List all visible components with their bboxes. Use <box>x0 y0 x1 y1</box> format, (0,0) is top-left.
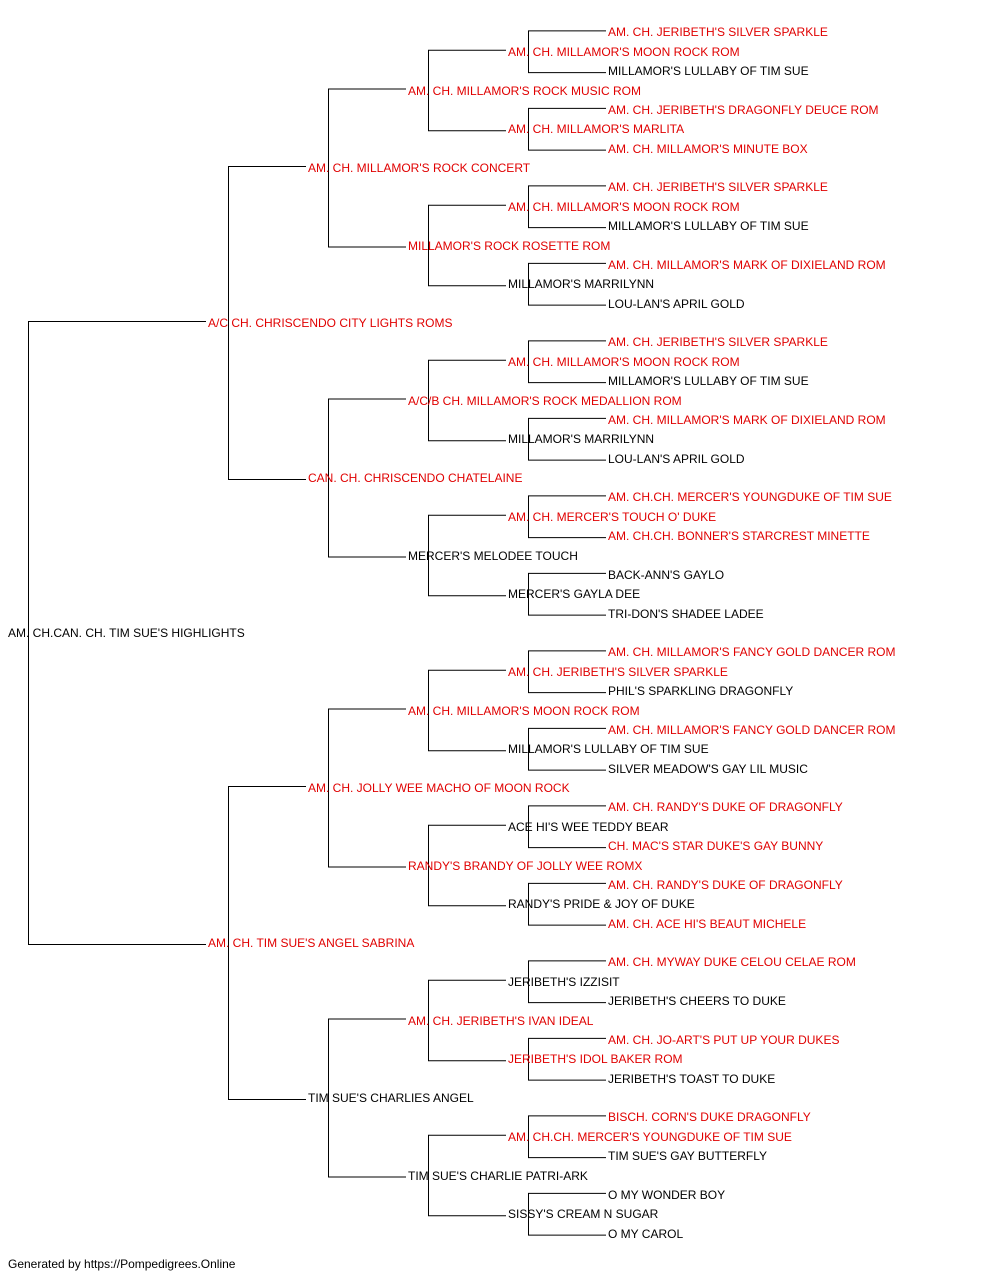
sire-name[interactable]: AM. CH. MILLAMOR'S MARK OF DIXIELAND ROM <box>608 257 886 272</box>
sire-name[interactable]: O MY WONDER BOY <box>608 1187 726 1202</box>
dam-name[interactable]: MERCER'S GAYLA DEE <box>508 587 641 602</box>
sire-name[interactable]: AM. CH. MILLAMOR'S FANCY GOLD DANCER ROM <box>608 645 896 660</box>
dam-name[interactable]: PHIL'S SPARKLING DRAGONFLY <box>608 684 794 699</box>
dam-name[interactable]: MILLAMOR'S LULLABY OF TIM SUE <box>608 219 809 234</box>
dam-name[interactable]: CAN. CH. CHRISCENDO CHATELAINE <box>308 471 523 485</box>
sire-name[interactable]: AM. CH. MILLAMOR'S MARK OF DIXIELAND ROM <box>608 412 886 427</box>
footer-credit: Generated by https://Pompedigrees.Online <box>8 1257 236 1271</box>
dam-name[interactable]: LOU-LAN'S APRIL GOLD <box>608 296 745 311</box>
sire-name[interactable]: JERIBETH'S IZZISIT <box>508 974 620 989</box>
sire-name[interactable]: AM. CH. MILLAMOR'S FANCY GOLD DANCER ROM <box>608 722 896 737</box>
sire-name[interactable]: AM. CH.CH. MERCER'S YOUNGDUKE OF TIM SUE <box>608 490 892 505</box>
dam-name[interactable]: MILLAMOR'S ROCK ROSETTE ROM <box>408 238 611 253</box>
dam-name[interactable]: TIM SUE'S CHARLIE PATRI-ARK <box>408 1168 588 1183</box>
sire-name[interactable]: AM. CH. JERIBETH'S IVAN IDEAL <box>408 1013 594 1028</box>
dam-name[interactable]: AM. CH. MILLAMOR'S MARLITA <box>508 122 685 137</box>
sire-name[interactable]: AM. CH. MILLAMOR'S ROCK MUSIC ROM <box>408 83 641 98</box>
sire-name[interactable]: AM. CH. JOLLY WEE MACHO OF MOON ROCK <box>308 781 570 795</box>
dam-name[interactable]: MERCER'S MELODEE TOUCH <box>408 548 578 563</box>
sire-name[interactable]: AM. CH. MILLAMOR'S MOON ROCK ROM <box>508 354 740 369</box>
sire-name[interactable]: AM. CH. MILLAMOR'S ROCK CONCERT <box>308 161 531 175</box>
dam-name[interactable]: MILLAMOR'S LULLABY OF TIM SUE <box>608 374 809 389</box>
dam-name[interactable]: MILLAMOR'S LULLABY OF TIM SUE <box>608 64 809 79</box>
sire-name[interactable]: AM. CH. JO-ART'S PUT UP YOUR DUKES <box>608 1032 840 1047</box>
dam-name[interactable]: TIM SUE'S CHARLIES ANGEL <box>308 1091 474 1105</box>
dam-name[interactable]: MILLAMOR'S MARRILYNN <box>508 277 655 292</box>
dam-name[interactable]: JERIBETH'S IDOL BAKER ROM <box>508 1052 683 1067</box>
sire-name[interactable]: AM. CH. RANDY'S DUKE OF DRAGONFLY <box>608 800 843 815</box>
dam-name[interactable]: AM. CH. ACE HI'S BEAUT MICHELE <box>608 916 807 931</box>
sire-name[interactable]: AM. CH. MYWAY DUKE CELOU CELAE ROM <box>608 955 856 970</box>
sire-name[interactable]: AM. CH.CH. MERCER'S YOUNGDUKE OF TIM SUE <box>508 1129 792 1144</box>
dam-name[interactable]: TRI-DON'S SHADEE LADEE <box>608 606 764 621</box>
dam-name[interactable]: JERIBETH'S CHEERS TO DUKE <box>608 994 786 1009</box>
sire-name[interactable]: AM. CH. JERIBETH'S SILVER SPARKLE <box>608 25 828 40</box>
sire-name[interactable]: A/C CH. CHRISCENDO CITY LIGHTS ROMS <box>208 316 453 330</box>
sire-name[interactable]: AM. CH. MILLAMOR'S MOON ROCK ROM <box>408 703 640 718</box>
sire-name[interactable]: AM. CH. JERIBETH'S SILVER SPARKLE <box>508 664 728 679</box>
dam-name[interactable]: CH. MAC'S STAR DUKE'S GAY BUNNY <box>608 839 824 854</box>
dam-name[interactable]: MILLAMOR'S MARRILYNN <box>508 432 655 447</box>
dam-name[interactable]: JERIBETH'S TOAST TO DUKE <box>608 1071 776 1086</box>
sire-name[interactable]: AM. CH. MILLAMOR'S MOON ROCK ROM <box>508 44 740 59</box>
dam-name[interactable]: SILVER MEADOW'S GAY LIL MUSIC <box>608 761 808 776</box>
sire-name[interactable]: AM. CH. MERCER'S TOUCH O' DUKE <box>508 509 717 524</box>
sire-name[interactable]: AM. CH. JERIBETH'S DRAGONFLY DEUCE ROM <box>608 102 879 117</box>
sire-name[interactable]: AM. CH. RANDY'S DUKE OF DRAGONFLY <box>608 877 843 892</box>
sire-name[interactable]: BACK-ANN'S GAYLO <box>608 567 725 582</box>
dam-name[interactable]: AM. CH. TIM SUE'S ANGEL SABRINA <box>208 936 415 950</box>
dam-name[interactable]: O MY CAROL <box>608 1226 684 1241</box>
dam-name[interactable]: RANDY'S BRANDY OF JOLLY WEE ROMX <box>408 858 643 873</box>
dam-name[interactable]: AM. CH. MILLAMOR'S MINUTE BOX <box>608 141 808 156</box>
dam-name[interactable]: LOU-LAN'S APRIL GOLD <box>608 451 745 466</box>
dam-name[interactable]: SISSY'S CREAM N SUGAR <box>508 1207 659 1222</box>
sire-name[interactable]: ACE HI'S WEE TEDDY BEAR <box>508 819 669 834</box>
sire-name[interactable]: A/C/B CH. MILLAMOR'S ROCK MEDALLION ROM <box>408 393 682 408</box>
dam-name[interactable]: AM. CH.CH. BONNER'S STARCREST MINETTE <box>608 529 870 544</box>
sire-name[interactable]: AM. CH. JERIBETH'S SILVER SPARKLE <box>608 180 828 195</box>
dam-name[interactable]: MILLAMOR'S LULLABY OF TIM SUE <box>508 742 709 757</box>
sire-name[interactable]: AM. CH. MILLAMOR'S MOON ROCK ROM <box>508 199 740 214</box>
dam-name[interactable]: RANDY'S PRIDE & JOY OF DUKE <box>508 897 695 912</box>
subject-dog-name[interactable]: AM. CH.CAN. CH. TIM SUE'S HIGHLIGHTS <box>8 626 245 640</box>
sire-name[interactable]: BISCH. CORN'S DUKE DRAGONFLY <box>608 1110 811 1125</box>
dam-name[interactable]: TIM SUE'S GAY BUTTERFLY <box>608 1149 767 1164</box>
sire-name[interactable]: AM. CH. JERIBETH'S SILVER SPARKLE <box>608 335 828 350</box>
